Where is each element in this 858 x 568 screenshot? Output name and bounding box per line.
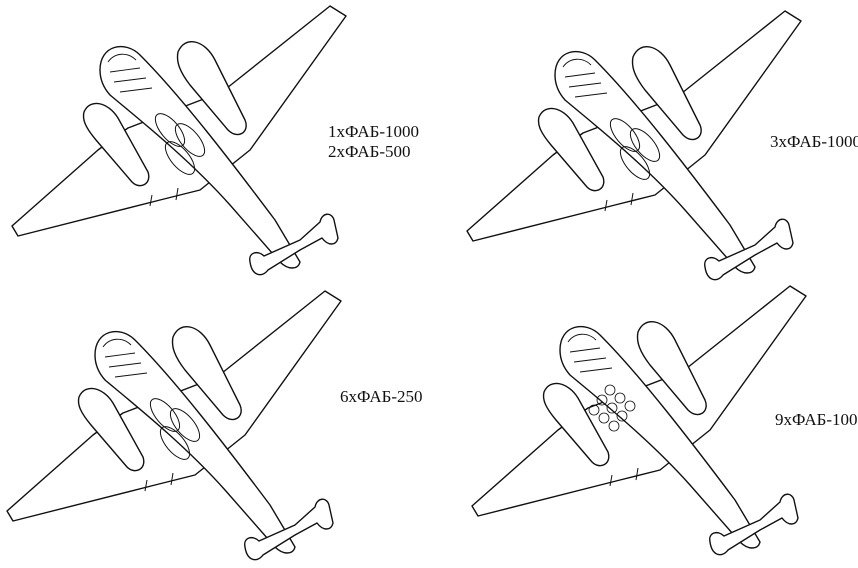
aircraft-4 (471, 285, 807, 556)
panel-4-label: 9xФАБ-100 (775, 410, 858, 429)
panel-2-label: 3xФАБ-1000 (770, 132, 858, 151)
panel-1-label-1: 1xФАБ-1000 (328, 122, 420, 141)
panel-3-label: 6xФАБ-250 (340, 387, 423, 406)
panel-1-label-2: 2xФАБ-500 (328, 142, 411, 161)
aircraft-3 (6, 290, 342, 561)
aircraft-2 (466, 10, 802, 281)
aircraft-1 (11, 5, 347, 276)
